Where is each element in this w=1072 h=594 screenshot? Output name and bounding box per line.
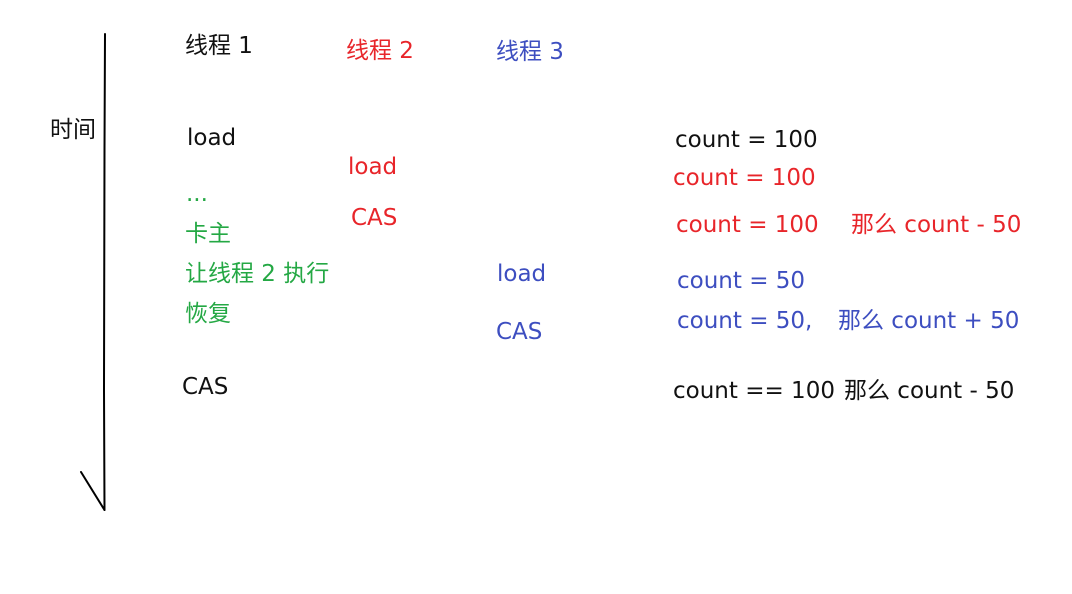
count-state-5-note: 那么 count + 50 [838, 308, 1020, 334]
count-state-3-note: 那么 count - 50 [851, 212, 1022, 238]
thread-1-resume-note: 恢复 [185, 301, 231, 327]
thread-2-load: load [348, 154, 398, 180]
thread-1-cas: CAS [182, 374, 229, 400]
thread-3-cas: CAS [496, 319, 543, 345]
thread-1-yield-note: 让线程 2 执行 [185, 261, 330, 287]
thread-2-header: 线程 2 [346, 38, 414, 64]
count-state-1: count = 100 [675, 127, 818, 153]
count-state-3: count = 100 [676, 212, 819, 238]
thread-1-header: 线程 1 [185, 33, 253, 59]
thread-3-load: load [497, 261, 547, 287]
thread-1-load: load [187, 125, 237, 151]
count-state-2: count = 100 [673, 165, 816, 191]
time-axis-arrowhead [80, 471, 106, 511]
time-axis-line [102, 33, 106, 511]
thread-1-stuck-note: 卡主 [185, 221, 231, 247]
count-state-6: count == 100 [673, 378, 835, 404]
count-state-4: count = 50 [677, 268, 806, 294]
count-state-5: count = 50, [677, 308, 813, 334]
thread-3-header: 线程 3 [496, 39, 564, 65]
thread-2-cas: CAS [351, 205, 398, 231]
time-axis-label: 时间 [50, 117, 96, 143]
count-state-6-note: 那么 count - 50 [844, 378, 1015, 404]
thread-1-ellipsis: ... [186, 181, 208, 207]
